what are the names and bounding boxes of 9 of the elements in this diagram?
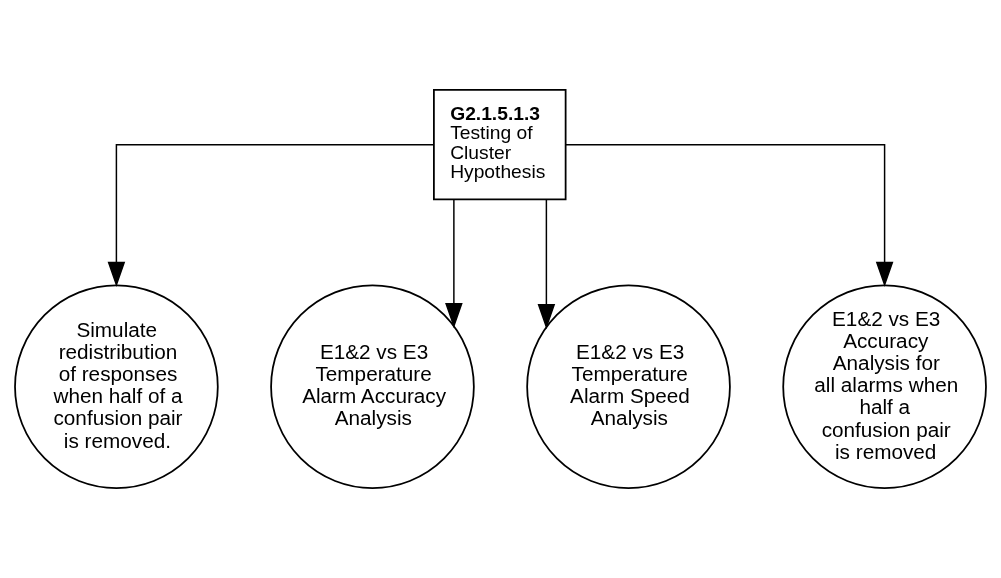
node-circle: E1&2 vs E3 Temperature Alarm Speed Analysis (526, 284, 731, 489)
arrow (565, 143, 894, 287)
arrow (537, 198, 556, 330)
node-circle: E1&2 vs E3 Accuracy Analysis for all alarms when half a confusion pair is removed (782, 284, 987, 489)
node-circle: Simulate redistribution of responses when half of a confusion pair is removed. (14, 284, 219, 489)
node-box: G2.1.5.1.3 Testing of Cluster Hypothesis (433, 89, 567, 201)
arrow (445, 198, 463, 329)
node-circle: E1&2 vs E3 Temperature Alarm Accuracy Analysis (270, 284, 475, 489)
arrow (107, 143, 435, 287)
